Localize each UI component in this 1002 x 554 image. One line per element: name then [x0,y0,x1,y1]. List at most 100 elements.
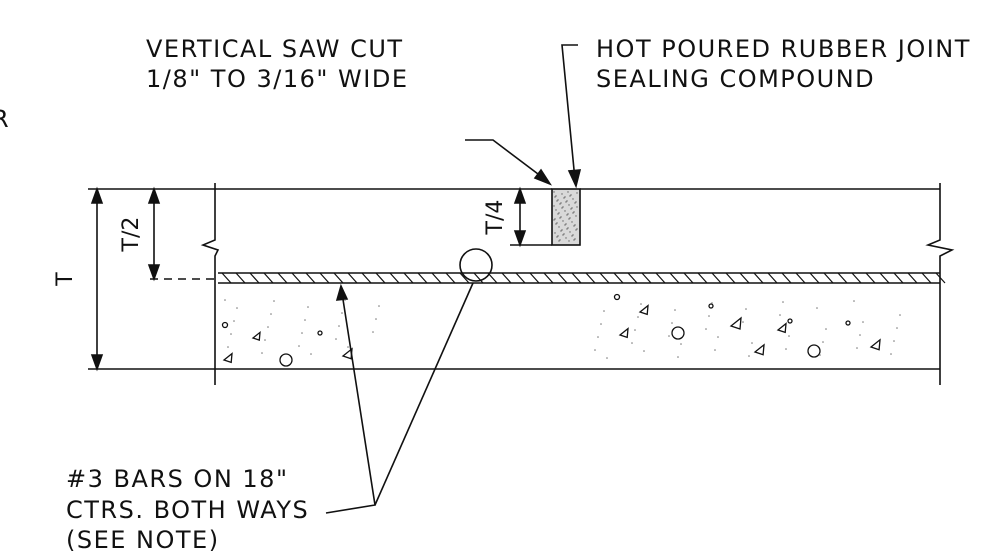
aggregate-speck [372,331,374,333]
aggregate-stone [251,330,261,341]
saw-cut-leader [465,139,547,181]
dim-t2-arrow-top [147,186,161,204]
sealant-leader [561,44,578,181]
sealant-speck [556,236,558,238]
rebar-hatch-stroke [543,272,554,284]
sealant-speck [568,218,570,220]
rebar-hatch-stroke [291,272,302,284]
aggregate-stone [776,322,787,334]
aggregate-stone [787,318,793,324]
rebar-hatch-stroke [319,272,330,284]
rebar-hatch-stroke [263,272,274,284]
rebar-hatch-stroke [389,272,400,284]
aggregate-speck [264,339,266,341]
sealant-speck [560,216,562,218]
rebar-hatch-stroke [753,272,764,284]
rebar-hatching [221,272,946,284]
sealant-speck [571,235,573,237]
rebar-hatch-stroke [627,272,638,284]
aggregate-stone [638,304,649,316]
dim-t4-label: T/4 [483,200,508,236]
aggregate-speck [708,315,710,317]
rebar-hatch-stroke [501,272,512,284]
sealant-speck [558,212,560,214]
sealant-speck [557,199,559,201]
dim-t4-arrow-bottom [513,230,527,248]
rebar-hatch-stroke [823,272,834,284]
aggregate-speck [785,348,787,350]
sealant-speck [556,200,558,202]
sealant-speck [570,208,572,210]
sealant-speck [553,205,555,207]
sealant-speck [559,203,561,205]
sealant-speck [560,230,562,232]
sealant-speck [555,223,557,225]
sealant-speck [572,198,574,200]
rebar-hatch-stroke [361,272,372,284]
aggregate-speck [378,305,380,307]
rebar-hatch-stroke [235,272,246,284]
sealant-speck [556,222,558,224]
aggregate-speck [788,335,790,337]
sealant-speck [555,209,557,211]
aggregate-speck [782,301,784,303]
rebar-hatch-stroke [249,272,260,284]
sealant-speck [574,238,576,240]
saw-cut-leader-arrow [533,168,553,186]
rebar-hatch-stroke [879,272,890,284]
aggregate-speck [822,341,824,343]
aggregate-speck [890,353,892,355]
aggregate-speck [236,307,238,309]
aggregate-speck [677,356,679,358]
sealant-speck [574,224,576,226]
sealant-speck [557,235,559,237]
sealant-speck [564,196,566,198]
rebar-hatch-stroke [851,272,862,284]
aggregate-stone [807,344,821,358]
aggregate-speck [634,329,636,331]
aggregate-speck [631,342,633,344]
aggregate-speck [668,335,670,337]
aggregate-stone [613,293,621,301]
sealant-speck [565,201,567,203]
rebar-hatch-stroke [739,272,750,284]
sealant-speck [560,202,562,204]
aggregate-speck [224,299,226,301]
aggregate-speck [270,313,272,315]
bars-leader-1-arrow [335,283,349,301]
sealant-speck [554,196,556,198]
rebar-hatch-stroke [473,272,484,284]
dim-t-arrow-top [90,186,104,204]
sealant-speck [554,218,556,220]
sealant-speck [572,212,574,214]
sealant-speck [561,193,563,195]
saw-cut-note-line1: VERTICAL SAW CUT [146,35,404,63]
rebar-hatch-stroke [333,272,344,284]
sealant-speck [567,191,569,193]
rebar-hatch-stroke [599,272,610,284]
rebar-hatch-stroke [795,272,806,284]
aggregate-speck [779,314,781,316]
sealant-speck [575,215,577,217]
aggregate-speck [273,300,275,302]
aggregate-speck [816,307,818,309]
sealant-speck [573,225,575,227]
sealant-speck [569,217,571,219]
aggregate-speck [338,325,340,327]
sealant-note-line1: HOT POURED RUBBER JOINT [596,35,971,63]
rebar-hatch-stroke [557,272,568,284]
aggregate-speck [825,328,827,330]
aggregate-speck [307,306,309,308]
aggregate-speck [856,347,858,349]
sealant-speck [575,229,577,231]
sealant-speck [573,211,575,213]
aggregate-speck [862,321,864,323]
sealant-speck [554,232,556,234]
sealant-speck [572,234,574,236]
rebar-hatch-stroke [277,272,288,284]
aggregate-speck [310,353,312,355]
aggregate-speck [227,346,229,348]
sealant-speck [568,204,570,206]
bars-leader-2 [374,282,474,506]
sealant-speck [573,239,575,241]
